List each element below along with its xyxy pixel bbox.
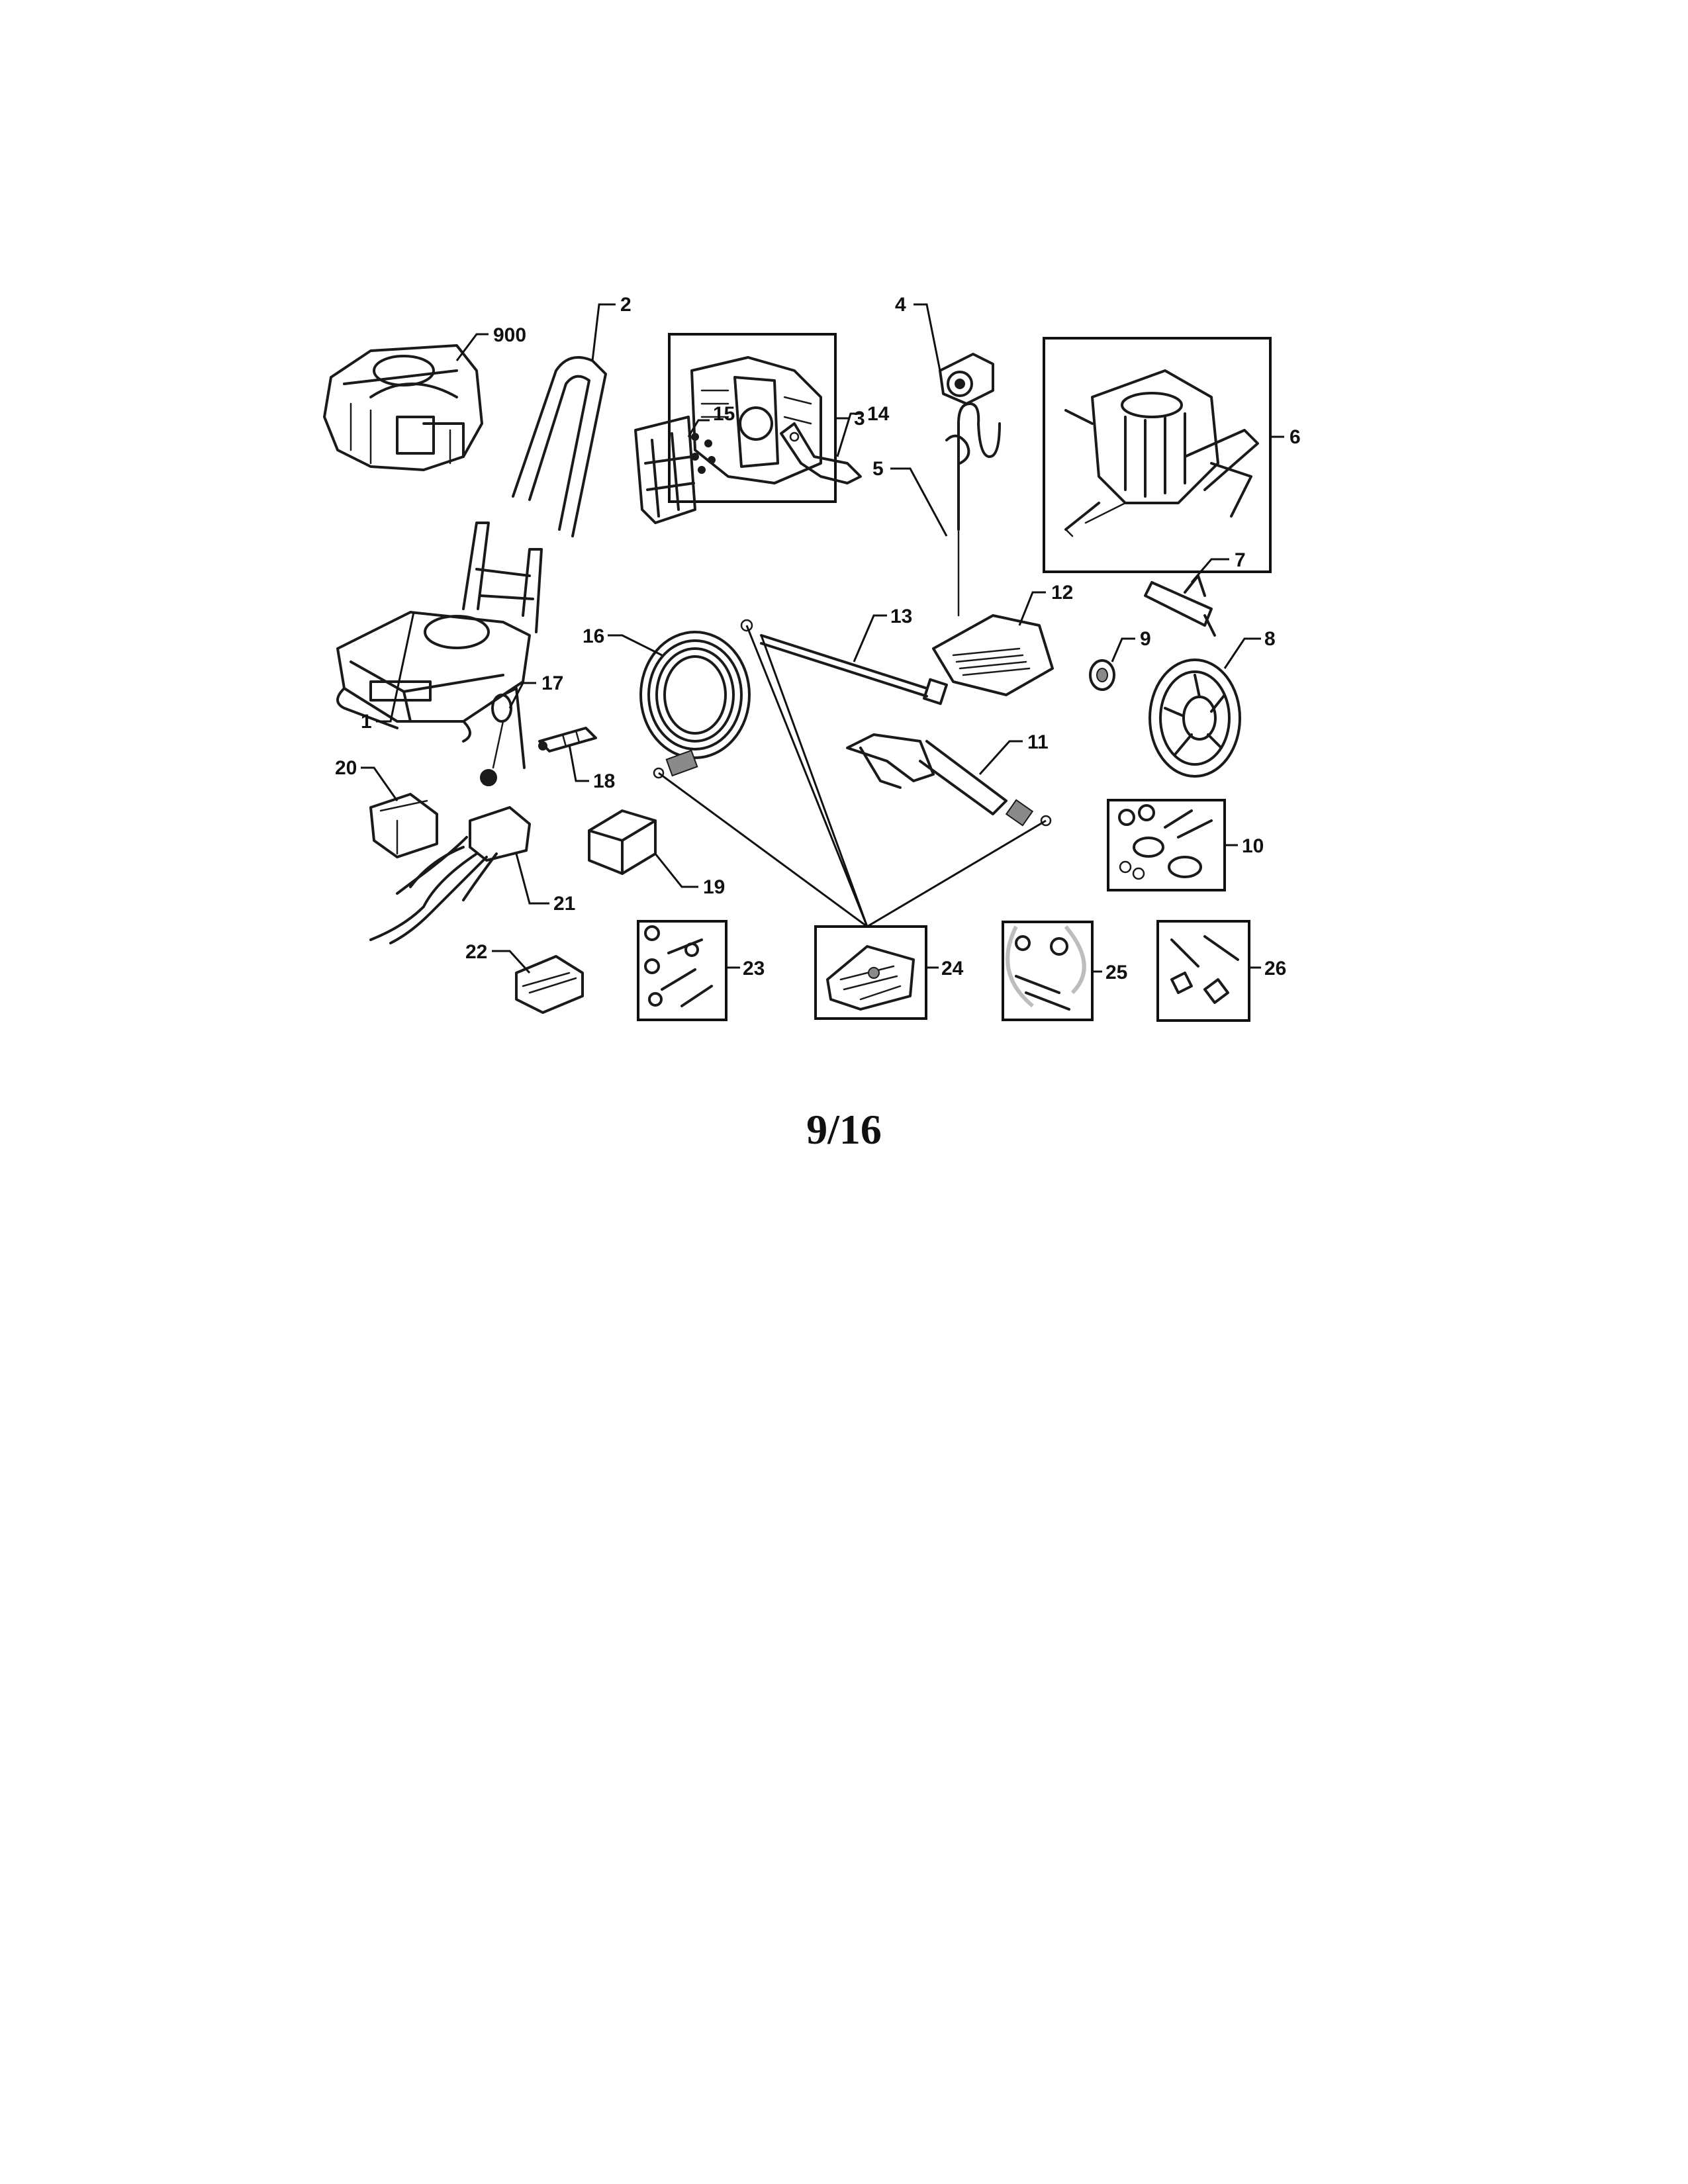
callout-20: 20 xyxy=(335,757,357,779)
hose-holder-part-15 xyxy=(634,416,696,524)
bolt-kit-part-23 xyxy=(644,925,713,1007)
callout-7: 7 xyxy=(1235,549,1246,571)
control-panel-part-3 xyxy=(690,356,822,484)
spray-gun-part-11 xyxy=(846,733,1052,827)
callout-25: 25 xyxy=(1105,962,1127,983)
kit-box-25 xyxy=(1002,921,1094,1021)
callout-16: 16 xyxy=(583,625,604,647)
fastener-kit-part-26 xyxy=(1170,935,1239,1004)
callout-18: 18 xyxy=(593,770,615,792)
callout-10: 10 xyxy=(1242,835,1264,857)
callout-17: 17 xyxy=(541,672,563,694)
unloader-part-4 xyxy=(939,353,994,405)
callout-13: 13 xyxy=(890,606,912,627)
kit-box-23 xyxy=(637,920,727,1021)
manual-packet-part-12 xyxy=(932,614,1054,696)
hose-part-16 xyxy=(639,631,751,779)
plate-part-22 xyxy=(515,955,584,1014)
spark-plug-part-18 xyxy=(538,727,597,752)
callout-12: 12 xyxy=(1051,582,1073,604)
callout-23: 23 xyxy=(743,958,765,979)
frame-part-1 xyxy=(336,522,543,743)
dipstick-part-17 xyxy=(480,687,526,786)
handle-part-2 xyxy=(512,356,607,537)
callout-1: 1 xyxy=(361,711,372,733)
callout-14: 14 xyxy=(867,403,890,425)
wheel-part-8 xyxy=(1149,659,1241,778)
axle-part-7 xyxy=(1144,574,1216,637)
page-number: 9/16 xyxy=(806,1106,882,1153)
callout-900: 900 xyxy=(493,324,526,346)
callout-9: 9 xyxy=(1140,628,1151,650)
callout-5: 5 xyxy=(872,458,884,480)
foam-block-part-19 xyxy=(588,809,657,875)
callout-3: 3 xyxy=(854,408,865,430)
callout-19: 19 xyxy=(703,876,725,898)
callout-11: 11 xyxy=(1027,731,1049,753)
hardware-kit-part-25 xyxy=(1006,925,1086,1011)
kit-box-24 xyxy=(814,925,927,1020)
kit-box-26 xyxy=(1156,920,1250,1022)
callout-8: 8 xyxy=(1264,628,1276,650)
callout-22: 22 xyxy=(465,941,487,963)
callout-26: 26 xyxy=(1264,958,1286,979)
callout-15: 15 xyxy=(713,403,735,425)
callout-4: 4 xyxy=(895,294,906,316)
leader-lines xyxy=(361,303,1284,974)
callout-6: 6 xyxy=(1289,426,1301,448)
module-part-20 xyxy=(369,793,438,858)
pump-part-6 xyxy=(1064,369,1259,537)
decal-part-24 xyxy=(826,945,915,1011)
spray-wand-part-13 xyxy=(740,619,948,705)
spring-part-5 xyxy=(945,402,1001,617)
wiring-harness-part-21 xyxy=(369,806,531,944)
callout-21: 21 xyxy=(553,893,575,915)
engine-part-900 xyxy=(323,344,483,471)
hub-nut-part-9 xyxy=(1089,659,1115,691)
kit-box-6 xyxy=(1043,337,1272,573)
callout-24: 24 xyxy=(941,958,964,979)
kit-box-10 xyxy=(1107,799,1226,891)
clip-part-14 xyxy=(780,422,862,484)
wheel-hardware-part-10 xyxy=(1118,804,1213,880)
callout-2: 2 xyxy=(620,294,632,316)
